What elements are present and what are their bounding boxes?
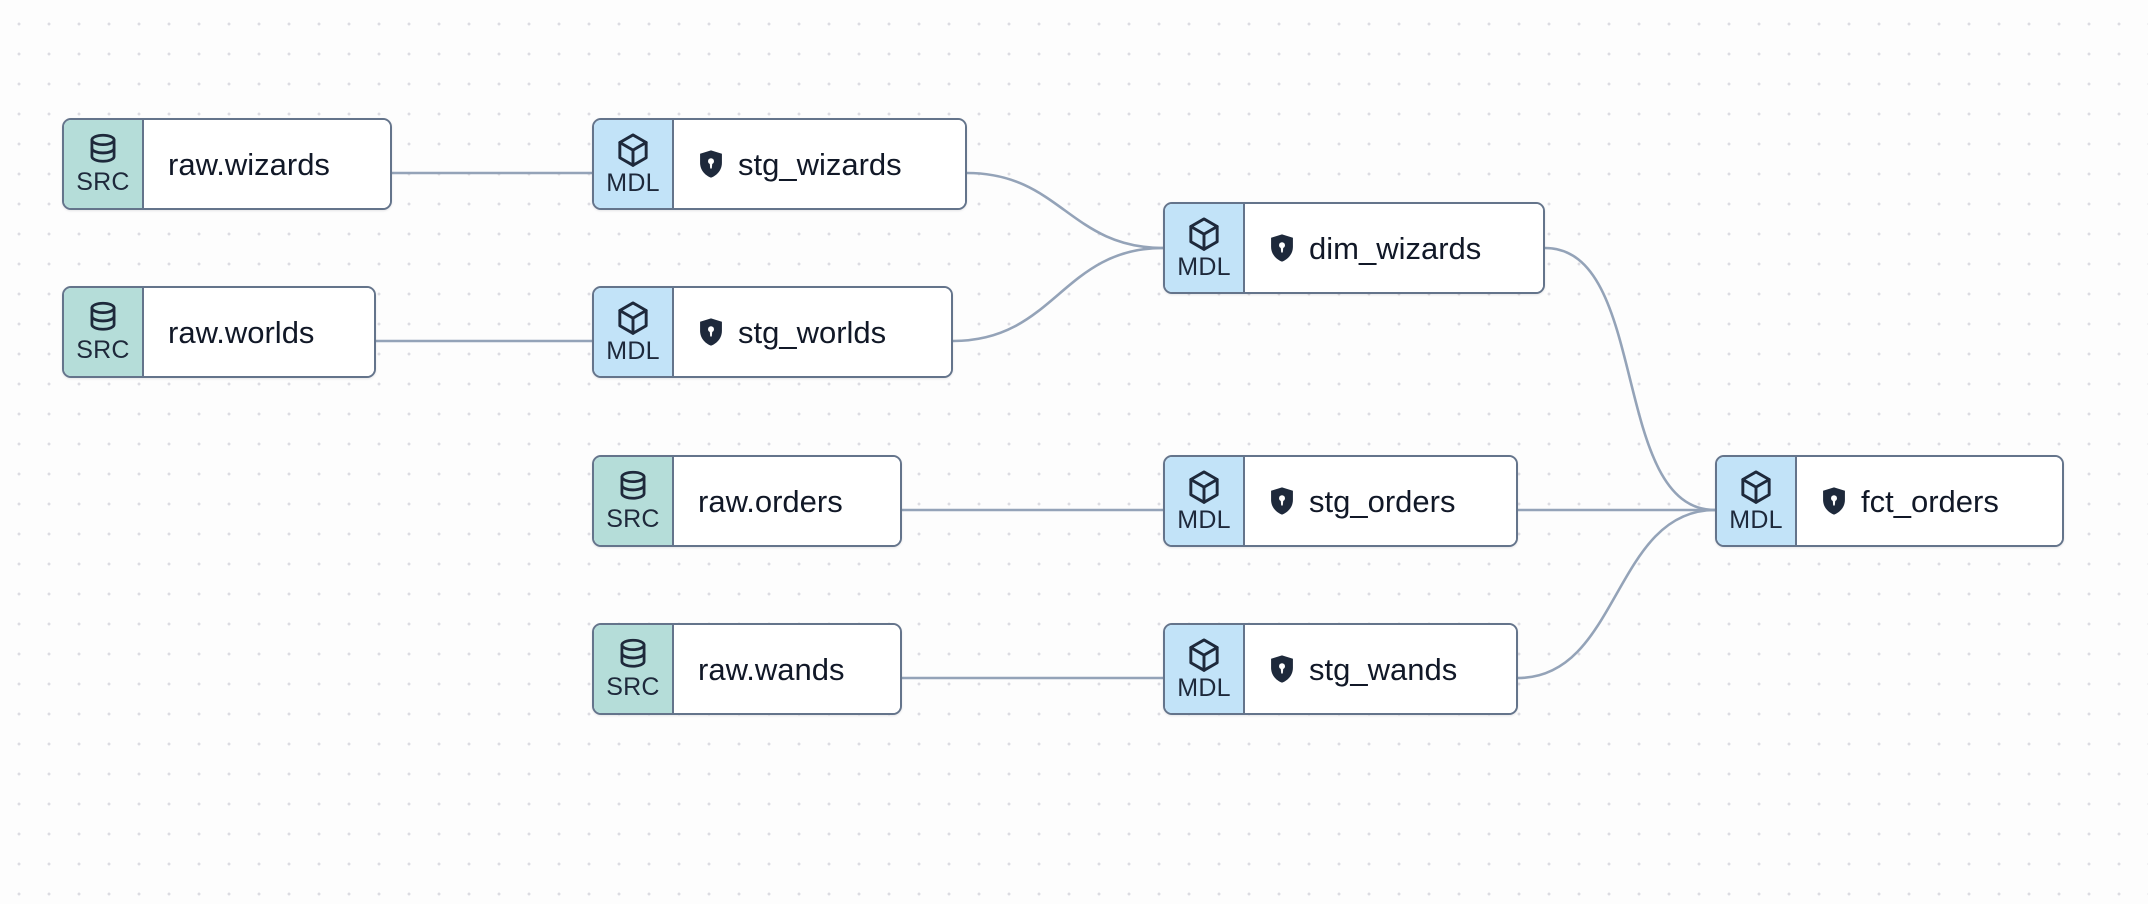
node-label: raw.wands — [698, 651, 845, 687]
node-badge-src: SRC — [594, 625, 674, 713]
node-raw_wands[interactable]: SRC raw.wands — [592, 623, 902, 715]
node-badge-label: MDL — [1177, 253, 1231, 281]
node-badge-mdl: MDL — [1717, 457, 1797, 545]
node-badge-mdl: MDL — [1165, 457, 1245, 545]
node-body: raw.orders — [674, 457, 900, 545]
cube-icon — [1186, 469, 1222, 507]
cube-icon — [1186, 216, 1222, 254]
node-badge-src: SRC — [64, 288, 144, 376]
node-badge-mdl: MDL — [1165, 625, 1245, 713]
database-icon — [616, 638, 650, 674]
node-label: raw.orders — [698, 483, 843, 519]
node-label: stg_orders — [1309, 483, 1456, 519]
node-body: stg_wands — [1245, 625, 1516, 713]
database-icon — [616, 470, 650, 506]
node-body: stg_worlds — [674, 288, 951, 376]
node-badge-label: MDL — [1177, 506, 1231, 534]
node-badge-label: MDL — [606, 169, 660, 197]
node-badge-src: SRC — [594, 457, 674, 545]
shield-lock-icon — [698, 317, 724, 347]
node-raw_orders[interactable]: SRC raw.orders — [592, 455, 902, 547]
node-raw_worlds[interactable]: SRC raw.worlds — [62, 286, 376, 378]
node-badge-label: SRC — [606, 505, 660, 533]
shield-lock-icon — [698, 149, 724, 179]
node-body: raw.worlds — [144, 288, 374, 376]
shield-lock-icon — [1821, 486, 1847, 516]
node-body: dim_wizards — [1245, 204, 1543, 292]
node-badge-label: SRC — [76, 336, 130, 364]
node-stg_worlds[interactable]: MDL stg_worlds — [592, 286, 953, 378]
node-label: fct_orders — [1861, 483, 1999, 519]
node-raw_wizards[interactable]: SRC raw.wizards — [62, 118, 392, 210]
node-badge-src: SRC — [64, 120, 144, 208]
node-badge-mdl: MDL — [1165, 204, 1245, 292]
shield-lock-icon — [1269, 654, 1295, 684]
node-fct_orders[interactable]: MDL fct_orders — [1715, 455, 2064, 547]
node-badge-mdl: MDL — [594, 288, 674, 376]
edge-dim_wizards-to-fct_orders — [1543, 246, 1717, 512]
cube-icon — [1186, 637, 1222, 675]
node-badge-label: MDL — [1177, 674, 1231, 702]
shield-lock-icon — [1269, 486, 1295, 516]
node-badge-mdl: MDL — [594, 120, 674, 208]
node-stg_orders[interactable]: MDL stg_orders — [1163, 455, 1518, 547]
cube-icon — [615, 300, 651, 338]
node-stg_wizards[interactable]: MDL stg_wizards — [592, 118, 967, 210]
node-label: raw.worlds — [168, 314, 315, 350]
database-icon — [86, 301, 120, 337]
node-stg_wands[interactable]: MDL stg_wands — [1163, 623, 1518, 715]
node-label: stg_worlds — [738, 314, 887, 350]
node-label: stg_wizards — [738, 146, 902, 182]
node-body: raw.wands — [674, 625, 900, 713]
node-body: raw.wizards — [144, 120, 390, 208]
cube-icon — [1738, 469, 1774, 507]
node-badge-label: SRC — [606, 673, 660, 701]
node-badge-label: MDL — [1729, 506, 1783, 534]
shield-lock-icon — [1269, 233, 1295, 263]
node-body: fct_orders — [1797, 457, 2062, 545]
node-badge-label: SRC — [76, 168, 130, 196]
cube-icon — [615, 132, 651, 170]
node-label: dim_wizards — [1309, 230, 1482, 266]
node-body: stg_orders — [1245, 457, 1516, 545]
edge-stg_worlds-to-dim_wizards — [951, 246, 1165, 343]
edge-stg_wands-to-fct_orders — [1516, 508, 1717, 680]
node-dim_wizards[interactable]: MDL dim_wizards — [1163, 202, 1545, 294]
database-icon — [86, 133, 120, 169]
node-badge-label: MDL — [606, 337, 660, 365]
node-body: stg_wizards — [674, 120, 965, 208]
node-label: stg_wands — [1309, 651, 1458, 687]
node-label: raw.wizards — [168, 146, 330, 182]
edge-stg_wizards-to-dim_wizards — [965, 171, 1165, 250]
